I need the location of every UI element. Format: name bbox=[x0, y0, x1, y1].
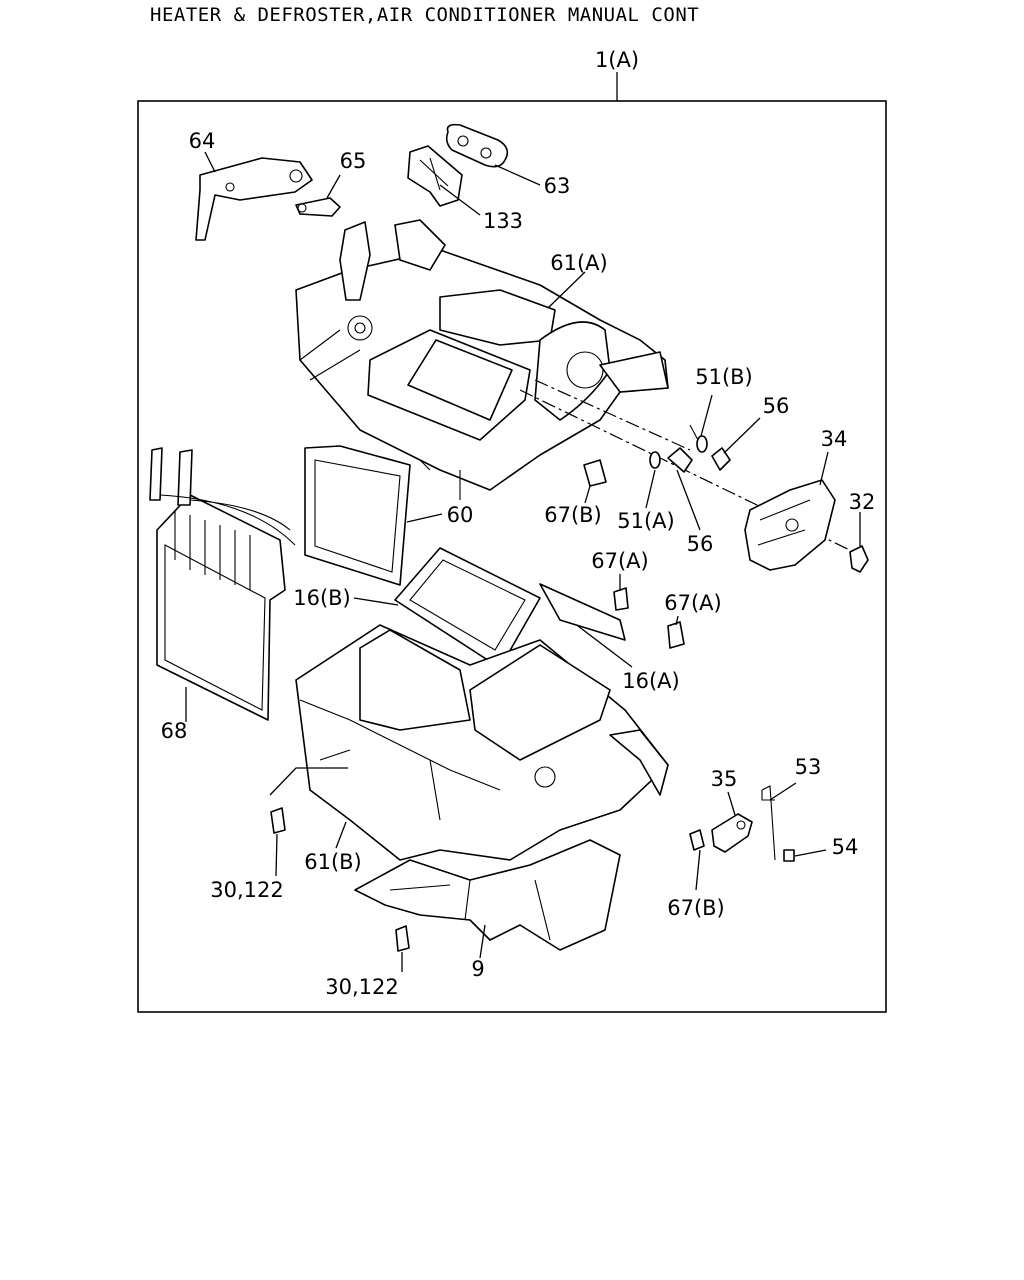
callout-34: 34 bbox=[821, 427, 848, 451]
part-9-duct bbox=[354, 839, 621, 951]
leader-lines bbox=[185, 151, 861, 972]
callout-56-bottom: 56 bbox=[687, 532, 714, 556]
callout-63: 63 bbox=[544, 174, 571, 198]
part-51b-clip bbox=[689, 424, 708, 453]
callout-30-122-2: 30,122 bbox=[325, 975, 398, 999]
callout-64: 64 bbox=[189, 129, 216, 153]
callout-61b: 61(B) bbox=[304, 850, 362, 874]
callout-67a-2: 67(A) bbox=[664, 591, 721, 615]
part-51a-clip bbox=[649, 451, 661, 469]
part-68-heater-core bbox=[149, 447, 296, 721]
callout-67b-top: 67(B) bbox=[544, 503, 602, 527]
part-53-rod bbox=[761, 785, 776, 861]
part-67a-clip-1 bbox=[613, 587, 629, 611]
part-65-clip bbox=[295, 197, 341, 217]
page-title: HEATER & DEFROSTER,AIR CONDITIONER MANUA… bbox=[150, 4, 700, 26]
callout-51a: 51(A) bbox=[617, 509, 674, 533]
assembly-label: 1(A) bbox=[595, 48, 639, 72]
callout-9: 9 bbox=[471, 957, 484, 981]
part-30-screw-2 bbox=[395, 925, 410, 952]
part-60-filter bbox=[304, 445, 411, 586]
callout-67a-1: 67(A) bbox=[591, 549, 648, 573]
callout-51b: 51(B) bbox=[695, 365, 753, 389]
part-35-lever bbox=[711, 813, 753, 853]
part-56-lever-a bbox=[667, 447, 693, 473]
callout-16a: 16(A) bbox=[622, 669, 679, 693]
callout-35: 35 bbox=[711, 767, 738, 791]
part-32-screw bbox=[849, 545, 869, 573]
callout-53: 53 bbox=[795, 755, 822, 779]
part-67b-clip-bottom bbox=[689, 829, 705, 851]
callout-54: 54 bbox=[832, 835, 859, 859]
part-34-plate bbox=[744, 479, 836, 571]
callout-56-top: 56 bbox=[763, 394, 790, 418]
part-16b-frame bbox=[394, 547, 541, 669]
part-16a-rod bbox=[539, 583, 626, 641]
callout-68: 68 bbox=[161, 719, 188, 743]
part-61b-lower-case bbox=[295, 624, 669, 861]
callout-67b-bottom: 67(B) bbox=[667, 896, 725, 920]
part-30-screw-1 bbox=[270, 807, 286, 834]
callout-61a: 61(A) bbox=[550, 251, 607, 275]
callout-133: 133 bbox=[483, 209, 523, 233]
diagram-frame bbox=[137, 100, 887, 1013]
part-56-lever-b bbox=[711, 447, 731, 471]
callout-30-122-1: 30,122 bbox=[210, 878, 283, 902]
callout-65: 65 bbox=[340, 149, 367, 173]
part-63-gasket bbox=[445, 123, 509, 168]
callout-16b: 16(B) bbox=[293, 586, 351, 610]
part-61a-upper-case bbox=[295, 219, 669, 500]
part-133-link bbox=[407, 145, 463, 207]
callout-60: 60 bbox=[447, 503, 474, 527]
part-67a-clip-2 bbox=[667, 621, 685, 649]
part-67b-clip-top bbox=[583, 459, 607, 487]
part-54-cap bbox=[783, 849, 795, 862]
part-64-bracket bbox=[195, 157, 313, 241]
callout-32: 32 bbox=[849, 490, 876, 514]
